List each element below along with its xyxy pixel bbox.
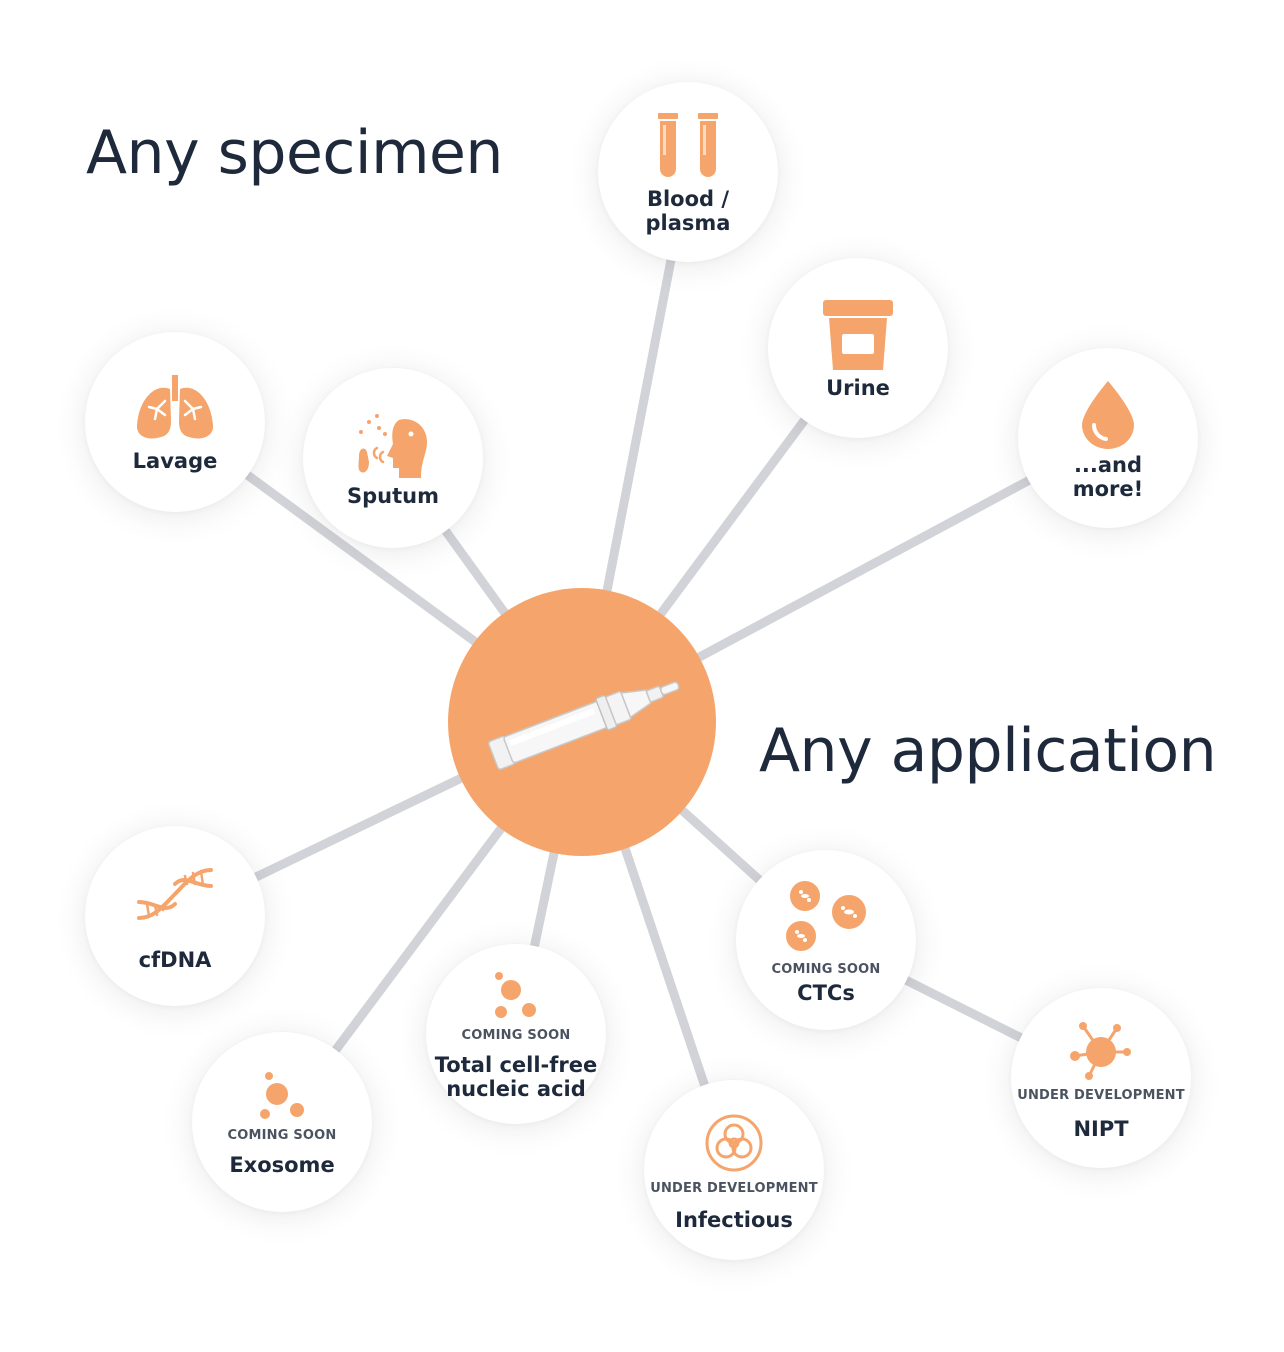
application-node-infectious: UNDER DEVELOPMENT Infectious xyxy=(644,1080,824,1260)
vesicles-icon xyxy=(495,971,536,1018)
dna-helix-icon xyxy=(137,868,213,920)
specimen-label-urine: Urine xyxy=(826,376,890,400)
specimen-label-lavage: Lavage xyxy=(132,449,218,473)
application-status-ctcs: COMING SOON xyxy=(771,961,881,977)
vesicles-icon xyxy=(260,1071,304,1119)
any-application-heading: Any application xyxy=(759,716,1217,786)
application-label-cfdna: cfDNA xyxy=(138,948,212,972)
center-hub xyxy=(448,588,716,856)
specimen-label-more: ...and more! xyxy=(1072,453,1144,501)
cells-icon xyxy=(784,879,868,953)
specimen-node-urine: Urine xyxy=(768,258,948,438)
specimen-node-blood: Blood / plasma xyxy=(598,82,778,262)
application-node-ctcs: COMING SOON CTCs xyxy=(736,850,916,1030)
application-label-infectious: Infectious xyxy=(675,1207,793,1232)
specimen-node-more: ...and more! xyxy=(1018,348,1198,528)
collection-device-icon xyxy=(488,681,680,770)
specimen-label-blood: Blood / plasma xyxy=(645,187,731,235)
coughing-head-icon xyxy=(358,414,427,478)
application-status-nipt: UNDER DEVELOPMENT xyxy=(1017,1087,1185,1103)
application-label-ctcs: CTCs xyxy=(797,980,855,1005)
application-node-exosome: COMING SOON Exosome xyxy=(192,1032,372,1212)
specimen-node-sputum: Sputum xyxy=(303,368,483,548)
test-tubes-icon xyxy=(658,113,718,177)
any-specimen-heading: Any specimen xyxy=(86,118,503,188)
application-status-infectious: UNDER DEVELOPMENT xyxy=(650,1180,818,1196)
application-node-nipt: UNDER DEVELOPMENT NIPT xyxy=(1011,988,1191,1168)
molecule-icon xyxy=(1070,1021,1131,1080)
application-status-tcfna: COMING SOON xyxy=(461,1027,571,1043)
specimen-label-sputum: Sputum xyxy=(347,484,439,508)
lungs-icon xyxy=(136,375,214,439)
application-label-tcfna: Total cell-free nucleic acid xyxy=(434,1052,598,1101)
application-node-tcfna: COMING SOON Total cell-free nucleic acid xyxy=(426,944,606,1124)
application-label-nipt: NIPT xyxy=(1073,1116,1129,1141)
application-node-cfdna: cfDNA xyxy=(85,826,265,1006)
droplet-icon xyxy=(1082,381,1134,449)
application-status-exosome: COMING SOON xyxy=(227,1127,337,1143)
biohazard-icon xyxy=(705,1114,763,1171)
specimen-node-lavage: Lavage xyxy=(85,332,265,512)
specimen-cup-icon xyxy=(823,300,893,370)
application-label-exosome: Exosome xyxy=(229,1152,335,1177)
